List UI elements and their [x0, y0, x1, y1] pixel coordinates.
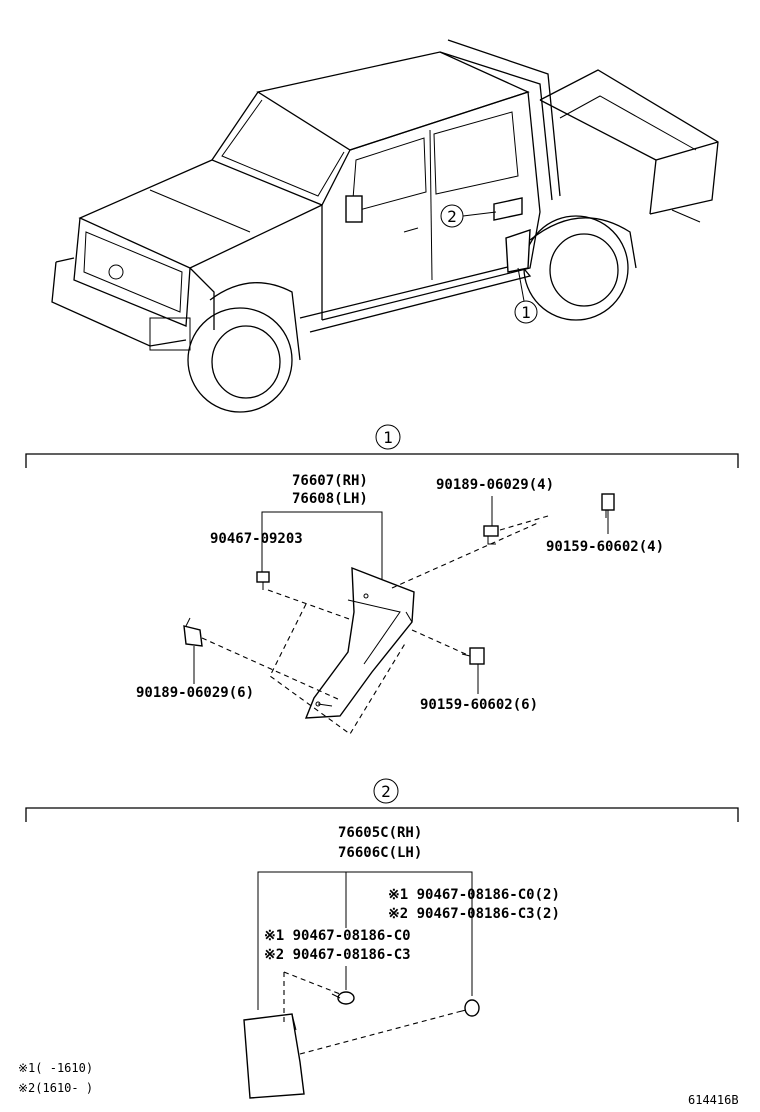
section-one-marker: 1: [383, 428, 393, 447]
clip-left-label: 90189-06029(6): [136, 685, 254, 701]
note-two: ※2(1610- ): [18, 1081, 93, 1095]
clip-top-label: 90189-06029(4): [436, 477, 554, 493]
clip-icon: [483, 525, 499, 545]
section-two: 2 76605C(RH) 76606C(LH) ※1 90467-08186-C…: [25, 778, 739, 1099]
bolt-right-label: 90159-60602(6): [420, 697, 538, 713]
right-fastener-c3: ※2 90467-08186-C3(2): [388, 906, 560, 922]
callout-one-label: 1: [521, 303, 531, 322]
part-76605c-rh: 76605C(RH): [338, 825, 422, 841]
callout-two-label: 2: [447, 207, 457, 226]
section-one: 1 76607(RH) 76608(LH) 90189-06029(4) 901…: [25, 424, 739, 735]
screw-center-label: 90467-09203: [210, 531, 303, 547]
screw-icon: [457, 999, 480, 1017]
screw-icon: [256, 571, 270, 590]
right-fastener-c0: ※1 90467-08186-C0(2): [388, 887, 560, 903]
left-fastener-c3: ※2 90467-08186-C3: [264, 947, 411, 963]
section-two-marker: 2: [381, 782, 391, 801]
bolt-icon: [461, 647, 485, 665]
left-fastener-c0: ※1 90467-08186-C0: [264, 928, 411, 944]
part-76608-lh: 76608(LH): [292, 491, 368, 507]
part-76607-rh: 76607(RH): [292, 473, 368, 489]
truck-illustration: [51, 39, 719, 413]
note-one: ※1( -1610): [18, 1061, 93, 1075]
part-76606c-lh: 76606C(LH): [338, 845, 422, 861]
figure-id: 614416B: [688, 1093, 739, 1107]
screw-icon: [331, 991, 355, 1005]
clip-icon: [183, 617, 203, 647]
bolt-icon: [601, 493, 615, 518]
callout-one: 1: [514, 267, 538, 324]
callout-two: 2: [440, 204, 497, 228]
bolt-top-label: 90159-60602(4): [546, 539, 664, 555]
